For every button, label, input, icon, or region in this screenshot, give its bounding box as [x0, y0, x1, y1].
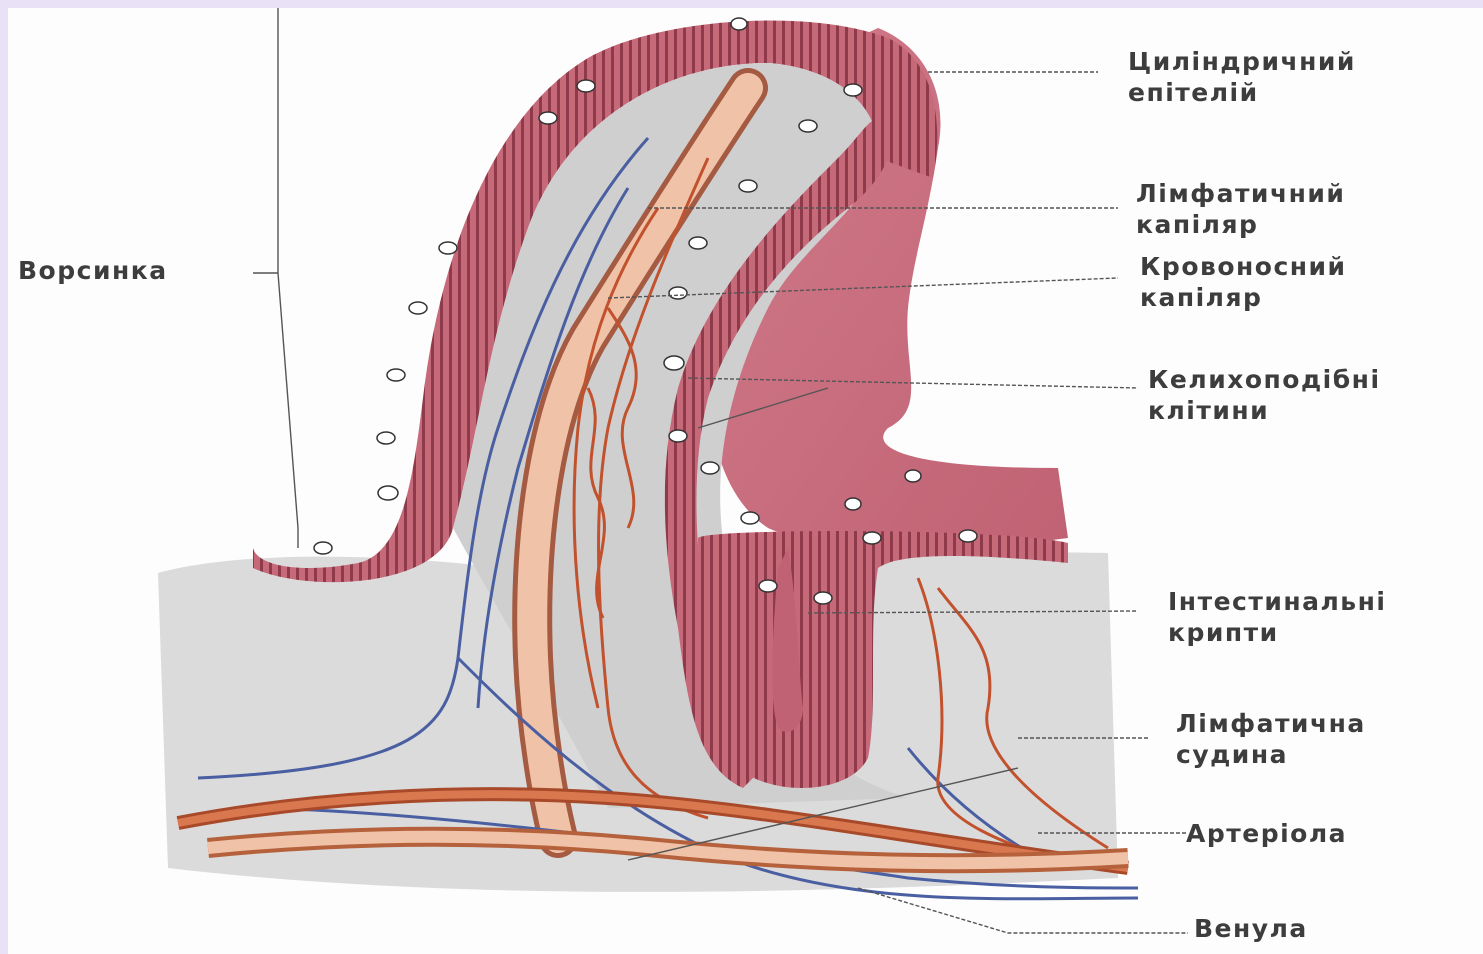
label-blood-capillary-line1: Кровоносний: [1140, 251, 1347, 282]
label-arteriole: Артеріола: [1186, 818, 1347, 849]
label-lymph-capillary-line2: капіляр: [1136, 209, 1345, 240]
label-lymph-vessel: Лімфатична судина: [1176, 708, 1366, 770]
diagram-stage: Ворсинка Циліндричний епітелій Лімфатичн…: [8, 8, 1483, 954]
label-lymph-capillary-line1: Лімфатичний: [1136, 178, 1345, 209]
label-columnar-epithelium-line1: Циліндричний: [1128, 46, 1356, 77]
label-intestinal-crypts-line1: Інтестинальні: [1168, 586, 1386, 617]
label-lymph-vessel-line1: Лімфатична: [1176, 708, 1366, 739]
label-intestinal-crypts-line2: крипти: [1168, 617, 1386, 648]
label-goblet-cells-line1: Келихоподібні: [1148, 364, 1381, 395]
villus-illustration: [8, 8, 1483, 954]
label-goblet-cells-line2: клітини: [1148, 395, 1381, 426]
label-goblet-cells: Келихоподібні клітини: [1148, 364, 1381, 426]
label-columnar-epithelium: Циліндричний епітелій: [1128, 46, 1356, 108]
label-villus: Ворсинка: [18, 255, 168, 286]
label-intestinal-crypts: Інтестинальні крипти: [1168, 586, 1386, 648]
label-blood-capillary-line2: капіляр: [1140, 282, 1347, 313]
label-lymph-vessel-line2: судина: [1176, 739, 1366, 770]
label-columnar-epithelium-line2: епітелій: [1128, 77, 1356, 108]
label-lymph-capillary: Лімфатичний капіляр: [1136, 178, 1345, 240]
label-venule: Венула: [1194, 913, 1308, 944]
label-blood-capillary: Кровоносний капіляр: [1140, 251, 1347, 313]
